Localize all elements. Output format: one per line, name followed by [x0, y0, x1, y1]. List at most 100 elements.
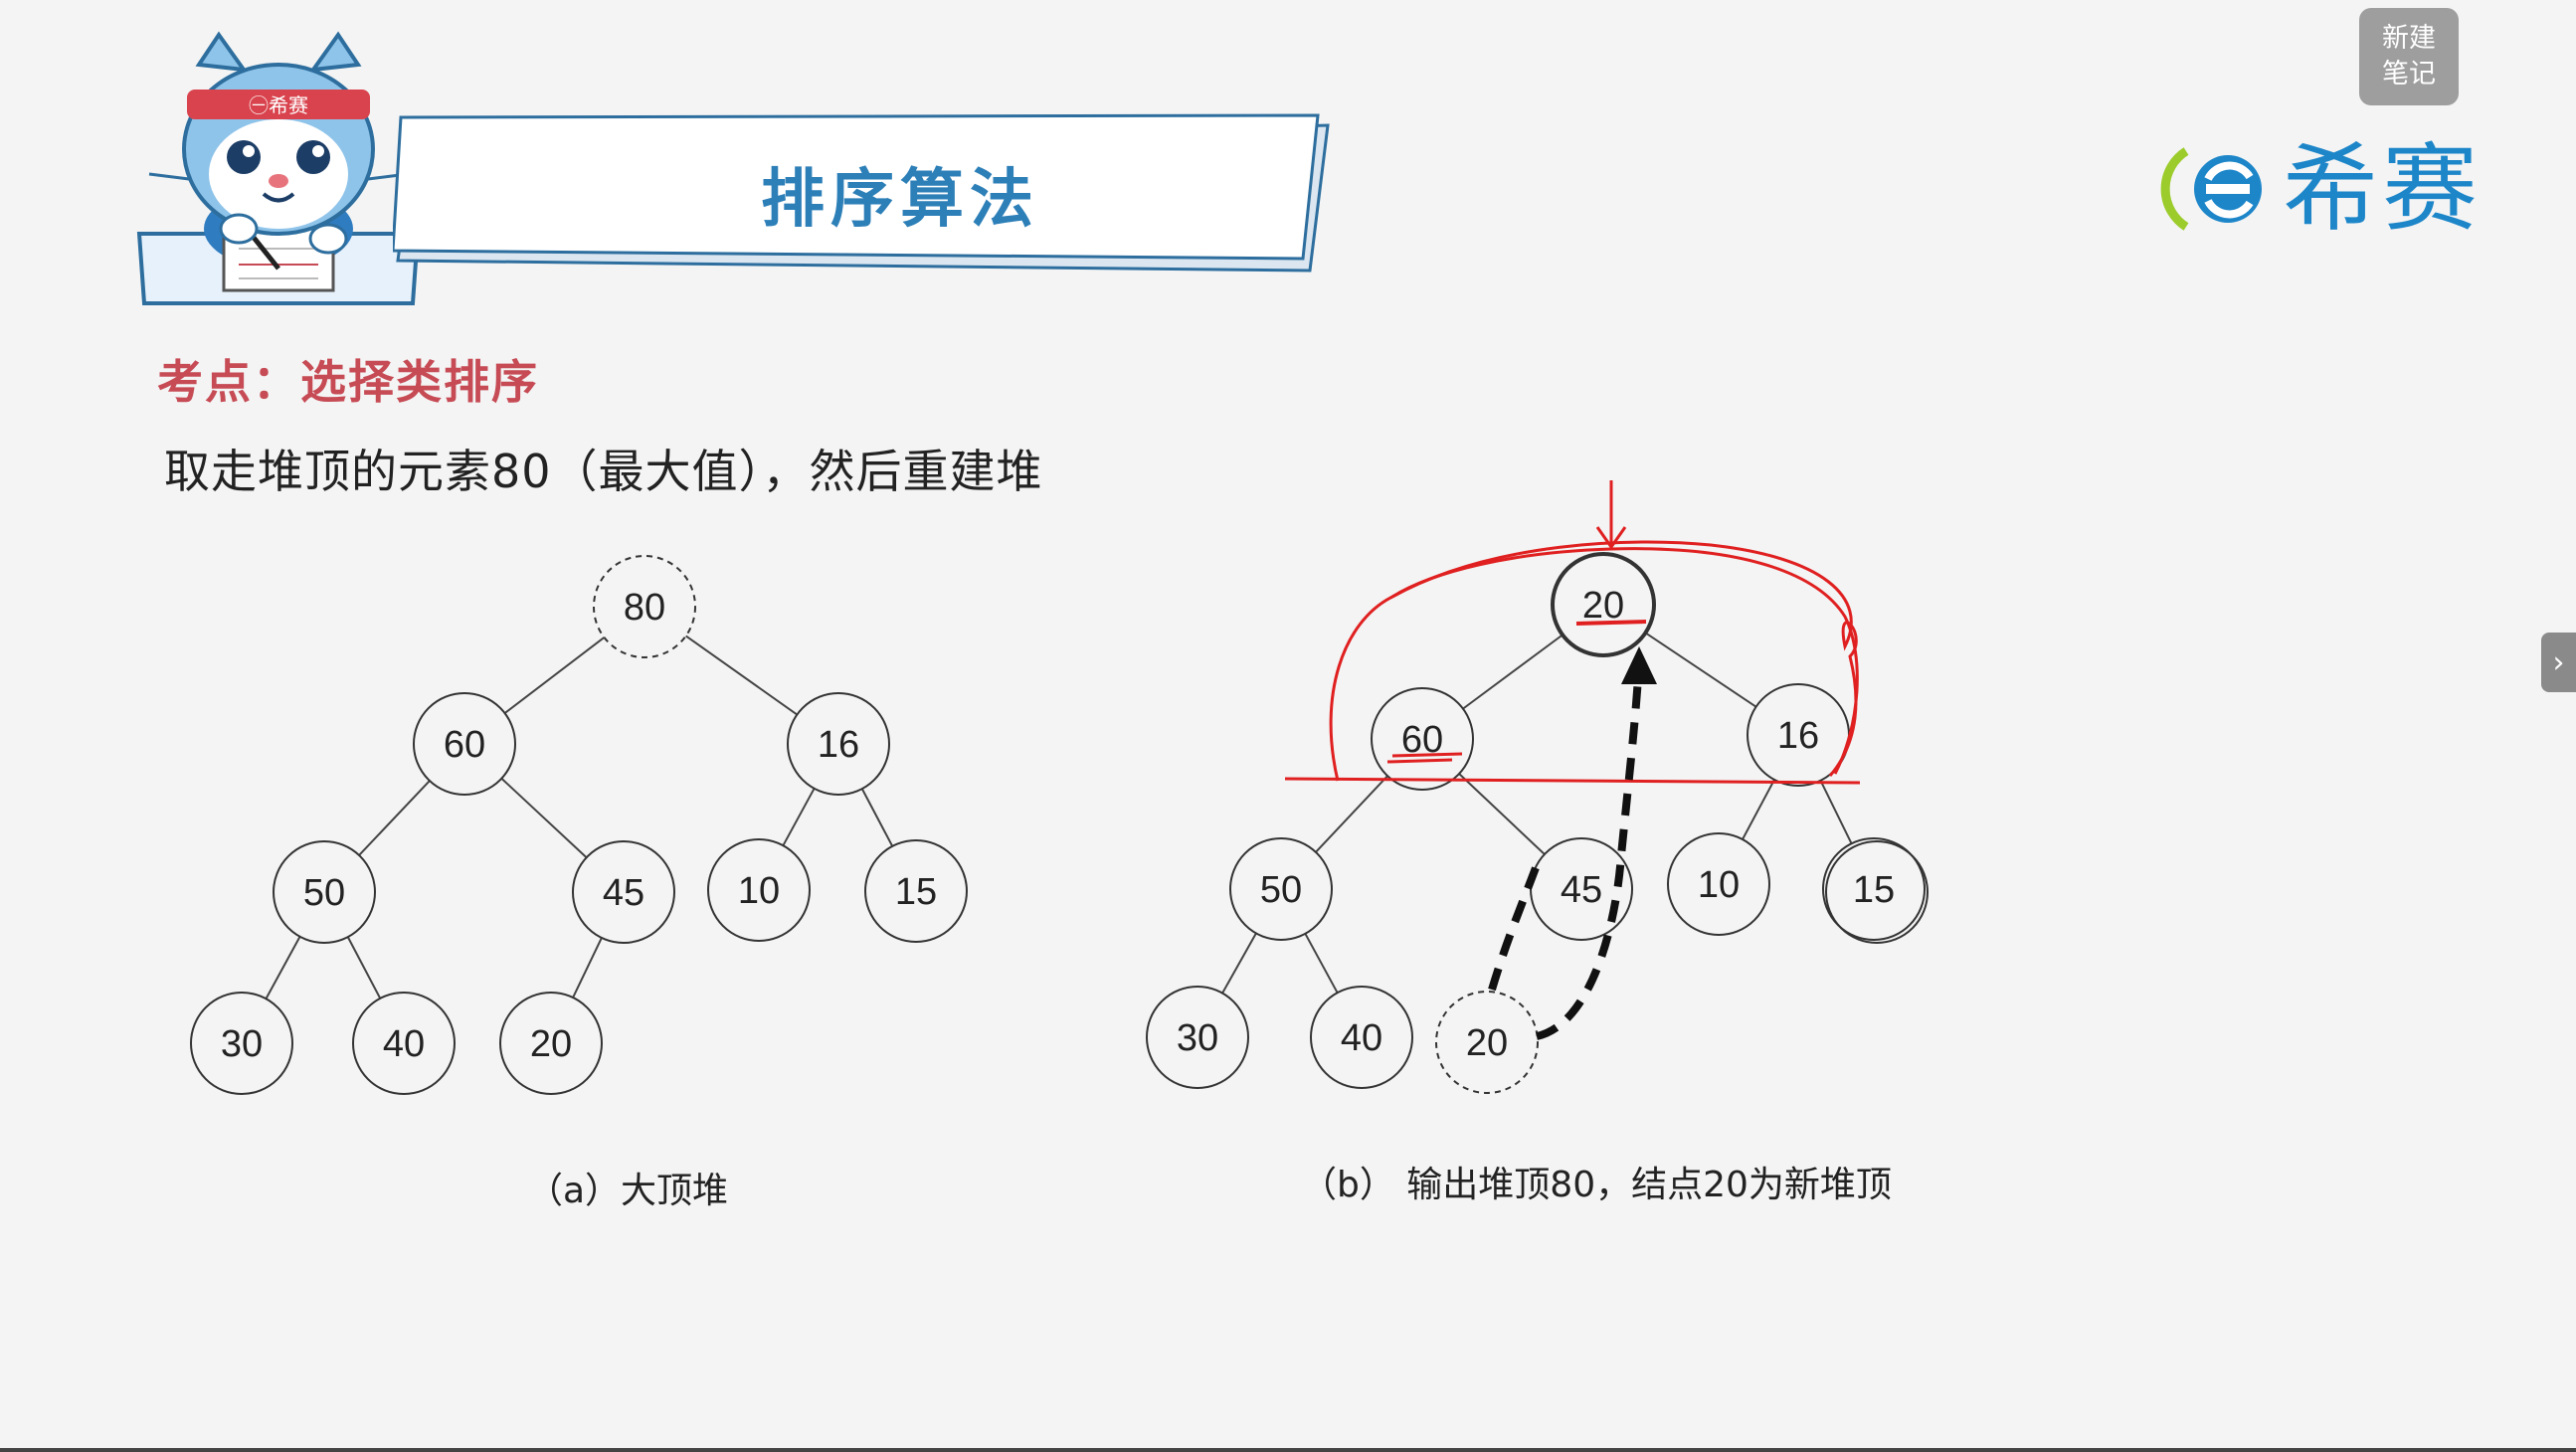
heap-node-45: 45	[572, 840, 675, 944]
node-circle	[572, 840, 675, 944]
node-circle	[864, 839, 968, 943]
heap-node-50: 50	[1229, 837, 1333, 941]
heap-b-diagram: 20 60 16 50 45 10 15 30 40 20	[1146, 552, 1929, 1094]
heap-node-45: 45	[1530, 837, 1633, 941]
tree-edge	[1462, 634, 1564, 710]
node-circle	[413, 692, 516, 796]
heap-node-30: 30	[1146, 986, 1249, 1089]
node-label: 15	[1853, 869, 1895, 911]
node-circle	[707, 838, 811, 942]
tree-edge	[1819, 780, 1853, 844]
node-label: 20	[1466, 1022, 1508, 1064]
node-label: 20	[1582, 585, 1624, 627]
tree-edge	[1304, 933, 1339, 994]
heap-node-60: 60	[1371, 687, 1474, 791]
heap-node-20: 20	[499, 992, 603, 1095]
bottom-divider	[0, 1448, 2576, 1452]
tree-edge	[572, 937, 603, 998]
node-circle	[273, 840, 376, 944]
xisai-logo-icon	[2160, 147, 2262, 231]
heap-node-80: 80	[593, 555, 696, 658]
node-label: 30	[1177, 1017, 1218, 1059]
node-circle	[190, 992, 293, 1095]
heap-a-diagram: 80 60 16 50 45 10 15 30 40 20	[190, 555, 968, 1095]
tree-edge	[265, 936, 301, 999]
tree-edge	[1221, 932, 1257, 995]
node-label: 15	[895, 871, 937, 913]
red-baseline	[1284, 777, 1861, 785]
node-label: 10	[1698, 864, 1740, 906]
heap-node-16: 16	[787, 692, 890, 796]
red-underline-60	[1386, 752, 1463, 764]
node-circle	[787, 692, 890, 796]
node-label: 40	[383, 1023, 425, 1065]
node-label: 45	[1561, 869, 1602, 911]
tree-edge	[1458, 773, 1546, 855]
topic-heading: 考点：选择类排序	[157, 355, 539, 409]
node-circle	[1371, 687, 1474, 791]
tree-edge	[358, 780, 431, 856]
page-title: 排序算法	[761, 163, 1039, 237]
tree-edge	[1315, 775, 1388, 853]
annotations	[1284, 480, 1861, 1040]
node-circle	[1146, 986, 1249, 1089]
red-underline-20	[1575, 620, 1647, 626]
heap-node-20: 20	[1551, 552, 1656, 657]
node-circle	[1822, 837, 1926, 941]
side-panel-toggle[interactable]: ›	[2541, 633, 2576, 692]
heap-node-40: 40	[1310, 986, 1413, 1089]
tree-edge	[1644, 632, 1757, 708]
node-label: 45	[603, 872, 644, 914]
heap-node-20: 20	[1435, 991, 1539, 1094]
heap-node-10: 10	[1667, 832, 1770, 936]
new-note-button[interactable]: 新建 笔记	[2359, 8, 2459, 105]
node-circle	[352, 992, 456, 1095]
heap-node-10: 10	[707, 838, 811, 942]
node-label: 60	[444, 724, 485, 766]
node-label: 40	[1341, 1017, 1382, 1059]
node-circle	[499, 992, 603, 1095]
problem-statement: 取走堆顶的元素80（最大值），然后重建堆	[164, 445, 1043, 498]
heap-node-15: 15	[1822, 837, 1929, 944]
node-circle	[593, 555, 696, 658]
tree-edge	[685, 635, 798, 716]
arrowhead-icon	[1621, 646, 1657, 684]
red-enclosure-curve	[1329, 540, 1858, 782]
node-label: 50	[1260, 869, 1302, 911]
dashed-move-arrow	[1535, 660, 1643, 1040]
node-circle	[1667, 832, 1770, 936]
node-label: 30	[221, 1023, 263, 1065]
node-circle	[1435, 991, 1539, 1094]
chevron-right-icon: ›	[2552, 644, 2565, 680]
tree-edge	[782, 788, 816, 846]
new-note-label-line2: 笔记	[2382, 59, 2436, 90]
mascot-cat-illustration: ㊀希赛	[136, 31, 421, 305]
caption-heap-a: （a）大顶堆	[527, 1171, 729, 1211]
heap-node-15: 15	[864, 839, 968, 943]
heap-node-50: 50	[273, 840, 376, 944]
node-label: 16	[1777, 715, 1819, 757]
tree-edge	[503, 636, 606, 714]
node-label: 16	[818, 724, 859, 766]
node-label: 50	[303, 872, 345, 914]
tree-edge	[346, 936, 382, 999]
tree-edge	[500, 778, 588, 858]
heap-node-40: 40	[352, 992, 456, 1095]
node-circle	[1229, 837, 1333, 941]
heap-node-30: 30	[190, 992, 293, 1095]
tree-edge	[1742, 779, 1775, 840]
node-circle	[1310, 986, 1413, 1089]
node-circle-outline	[1825, 840, 1929, 944]
logo-text: 希赛	[2283, 133, 2482, 245]
node-label: 80	[624, 587, 665, 629]
tree-edge	[860, 788, 894, 847]
node-label: 10	[738, 870, 780, 912]
mascot-band-text: ㊀希赛	[249, 93, 308, 117]
new-note-label-line1: 新建	[2382, 23, 2436, 54]
heap-node-60: 60	[413, 692, 516, 796]
heap-node-16: 16	[1747, 683, 1850, 787]
node-circle	[1551, 552, 1656, 657]
title-banner	[393, 113, 1330, 272]
